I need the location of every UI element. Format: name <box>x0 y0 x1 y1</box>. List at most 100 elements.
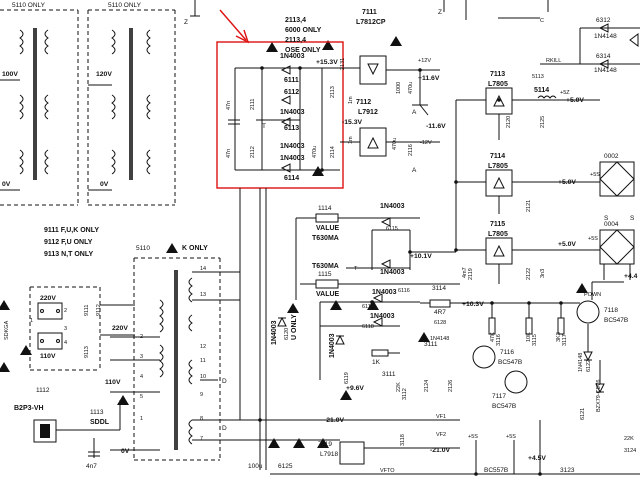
label-6125: 6125 <box>278 463 293 470</box>
label-1n4003-h: 1N4003 <box>372 289 397 296</box>
pin-3: 3 <box>140 354 143 360</box>
warning-mark: ! <box>322 442 324 449</box>
note-only-left: 5110 ONLY <box>12 2 46 9</box>
label-p11-6v: +11.6V <box>418 75 440 82</box>
label-6312: 6312 <box>596 17 611 24</box>
label-6119: 6119 <box>344 372 350 384</box>
zener-chain: 1N4148 6122 BZX79-C5V6 6121 22K 3124 <box>578 324 636 454</box>
label-l7805-b: L7805 <box>488 163 508 170</box>
label-6128: 6128 <box>434 320 446 326</box>
label-47n-b: 47n <box>226 149 232 158</box>
label-vfto: VFTO <box>380 468 395 474</box>
label-p5z: +5Z <box>560 90 570 96</box>
pin-9: 9 <box>200 392 203 398</box>
label-470u-c: 470u <box>392 138 398 150</box>
label-l7812cp: L7812CP <box>356 19 386 26</box>
label-1n4003-f: 1N4003 <box>380 203 405 210</box>
label-6115: 6115 <box>386 226 398 232</box>
label-7116: 7116 <box>500 349 514 356</box>
label-l7805-c: L7805 <box>488 231 508 238</box>
label-m12v: -12V <box>420 140 432 146</box>
label-2116: 2116 <box>408 144 414 156</box>
label-sdkga: SDKGA <box>4 320 10 340</box>
label-2112: 2112 <box>250 146 256 158</box>
bottom-rails: -21.0V -21.0V VF1 VF2 VFTO +5S +5S +4.5V… <box>222 414 640 475</box>
pin-1: 1 <box>140 416 143 422</box>
label-a-b: A <box>412 167 417 174</box>
note-2113-4-a: 2113,4 <box>285 17 306 24</box>
label-22k: 22K <box>396 382 402 392</box>
label-2120: 2120 <box>506 116 512 128</box>
label-1n4003-j: 1N4003 <box>329 333 336 358</box>
label-1n4148-c: 1N4148 <box>430 336 449 342</box>
label-t630ma-b: T630MA <box>312 263 339 270</box>
label-6120: 6120 <box>284 328 290 340</box>
junctions <box>258 66 563 476</box>
label-t630ma-a: T630MA <box>312 235 339 242</box>
label-1m-a: 1m <box>348 96 354 104</box>
rectifier-15v: 2113,4 6000 ONLY 2113,4 OSE ONLY 1N4003 … <box>226 17 362 182</box>
label-p10-3v: +10.3V <box>462 301 484 308</box>
pin-2a: 2 <box>64 308 67 314</box>
warning-mark: ! <box>273 442 275 449</box>
label-1n4003-a: 1N4003 <box>280 53 305 60</box>
label-2113: 2113 <box>330 86 336 98</box>
mains-connector: 1112 B2P3-VH 1113 SDDL 4n7 <box>14 387 121 470</box>
u-only-diode: 1N4003 6120 U ONLY <box>271 314 298 345</box>
label-6117: 6117 <box>362 304 374 310</box>
label-z-b: Z <box>438 9 442 16</box>
transformer-block-left: 5110 ONLY 5110 ONLY 100V 120V 0V 0V <box>0 2 176 206</box>
note-u-only: U ONLY <box>291 314 298 340</box>
label-2122: 2122 <box>526 268 532 280</box>
label-t-a: T <box>262 123 266 130</box>
label-470u-b: 470u <box>408 82 414 94</box>
label-d-b: D <box>222 425 227 432</box>
warning-mark: ! <box>423 336 425 343</box>
label-p15-3v: +15.3V <box>316 59 338 66</box>
label-1112: 1112 <box>36 387 50 394</box>
label-0v-b: 0V <box>100 181 109 188</box>
label-p10-1v: +10.1V <box>410 253 432 260</box>
label-2126: 2126 <box>448 380 454 392</box>
label-7113: 7113 <box>490 71 505 78</box>
label-l7918: L7918 <box>320 451 338 458</box>
label-l7805-a: L7805 <box>488 81 508 88</box>
label-4m7: 4m7 <box>462 267 468 278</box>
warning-mark: ! <box>25 349 27 356</box>
pin-5: 5 <box>140 394 143 400</box>
label-6118: 6118 <box>362 324 374 330</box>
label-value-a: VALUE <box>316 225 340 232</box>
note-fuse-2: 9112 F,U ONLY <box>44 239 93 246</box>
label-value-b: VALUE <box>316 291 340 298</box>
label-7114: 7114 <box>490 153 505 160</box>
warning-mark: ! <box>335 304 337 311</box>
label-d-a: D <box>222 378 227 385</box>
label-3115: 3115 <box>532 334 538 346</box>
label-0v: 0V <box>121 448 130 455</box>
label-6114: 6114 <box>284 175 299 182</box>
pin-1a: 1 <box>30 318 33 324</box>
warning-mark: ! <box>327 44 329 51</box>
label-3116: 3116 <box>496 334 502 346</box>
voltage-selector: 220V 110V 1 2 3 4 SDKGA 9111 9112 9113 <box>4 286 135 371</box>
label-9113: 9113 <box>84 346 90 358</box>
pin-13: 13 <box>200 292 206 298</box>
label-3k3: 3K3 <box>556 332 562 342</box>
label-bc547b-a: BC547B <box>498 359 522 366</box>
top-right-section: Z Z 6312 1N4148 6314 1N4148 RKILL C <box>184 0 640 74</box>
label-3111-b: 3111 <box>382 371 396 378</box>
connector-0002: 0002 S <box>599 153 635 222</box>
pin-12: 12 <box>200 344 206 350</box>
label-22k-b: 22K <box>624 436 634 442</box>
note-6000-only: 6000 ONLY <box>285 27 322 34</box>
label-10k: 10K <box>526 332 532 342</box>
label-6112: 6112 <box>284 89 299 96</box>
warning-mark: ! <box>271 46 273 53</box>
label-m15-3v: -15.3V <box>342 119 362 126</box>
label-1113: 1113 <box>90 409 104 416</box>
label-6111: 6111 <box>284 77 299 84</box>
label-1115: 1115 <box>318 271 332 278</box>
label-2124: 2124 <box>424 380 430 392</box>
label-s-b: S <box>630 215 635 222</box>
